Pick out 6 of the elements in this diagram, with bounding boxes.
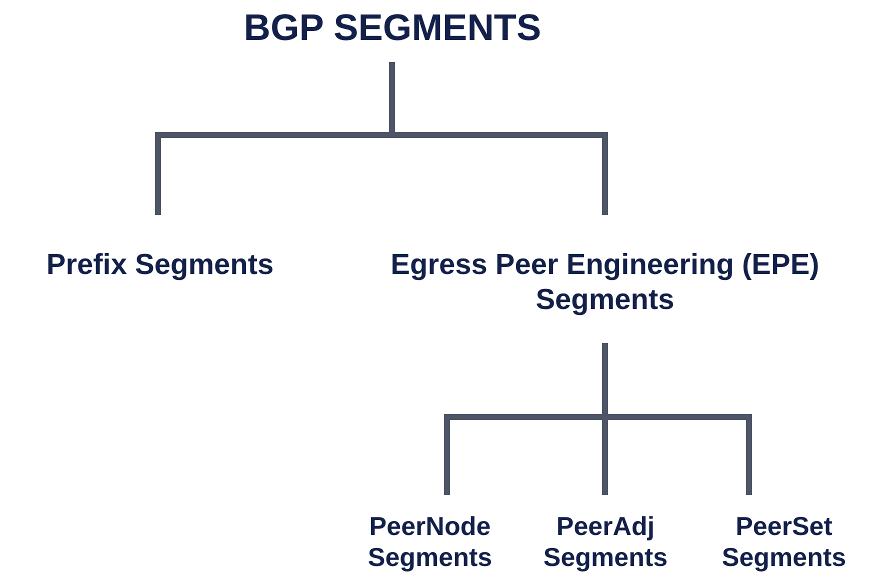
node-label: Egress Peer Engineering (EPE) Segments [390, 248, 820, 318]
title-heading: BGP SEGMENTS [244, 6, 542, 50]
node-label: PeerSet Segments [720, 511, 848, 574]
node-label: Prefix Segments [46, 248, 274, 283]
node-label: PeerNode Segments [366, 511, 494, 574]
node-label: PeerAdj Segments [542, 511, 669, 574]
